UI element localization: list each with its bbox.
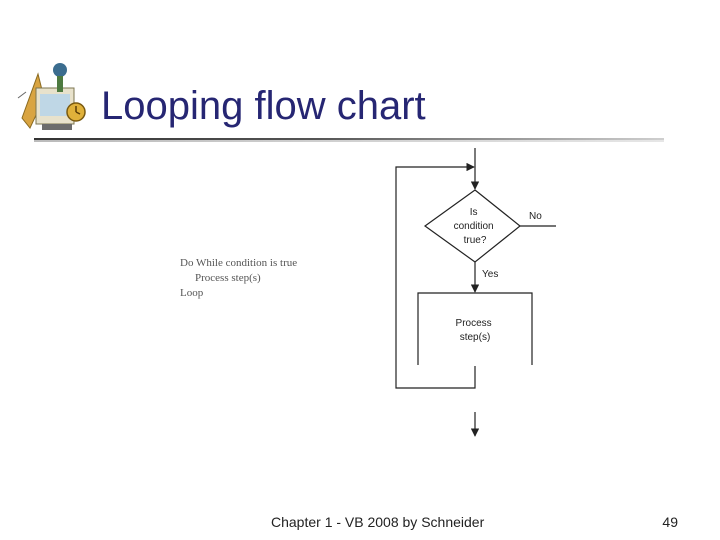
loop-flowchart: Is condition true? No Yes Process step(s… — [395, 148, 556, 437]
decision-text: Is condition true? — [454, 207, 497, 246]
pseudocode-line: Do While condition is true — [180, 257, 298, 269]
pseudocode-line: Process step(s) — [195, 272, 261, 284]
title-underline — [34, 138, 664, 142]
process-text: Process step(s) — [456, 318, 495, 343]
page-number: 49 — [662, 514, 678, 530]
yes-label: Yes — [482, 269, 498, 280]
clipart-logo-icon — [17, 63, 86, 130]
pseudocode-line: Loop — [180, 287, 204, 299]
process-line: Process — [456, 318, 492, 329]
no-label: No — [529, 211, 542, 222]
loop-back-arrow — [395, 162, 476, 389]
pseudocode-block: Do While condition is true Process step(… — [180, 256, 297, 301]
process-line: step(s) — [460, 332, 491, 343]
decision-line: true? — [464, 235, 487, 246]
process-box — [417, 292, 533, 365]
slide-footer: Chapter 1 - VB 2008 by Schneider — [271, 514, 485, 530]
page-title: Looping flow chart — [101, 84, 426, 128]
decision-line: Is — [470, 207, 478, 218]
decision-line: condition — [454, 221, 494, 232]
